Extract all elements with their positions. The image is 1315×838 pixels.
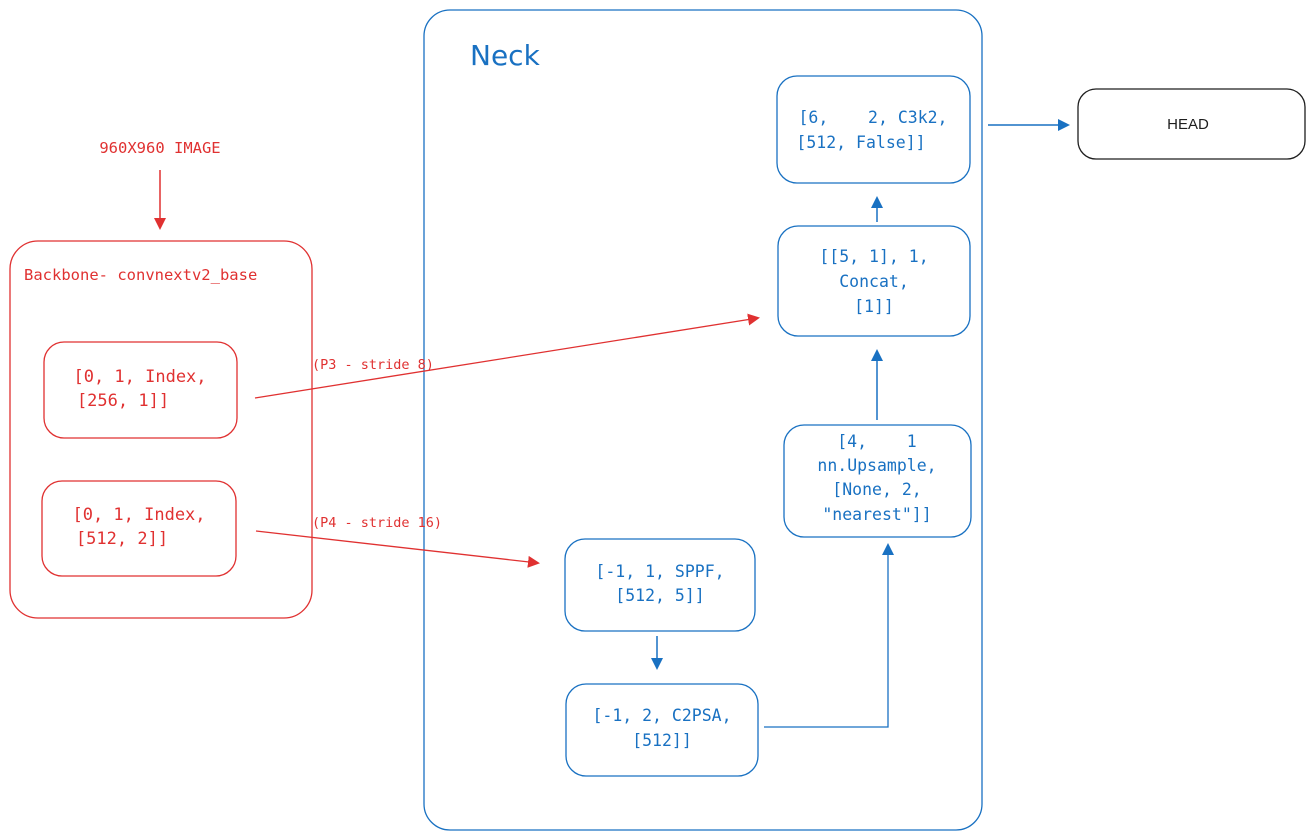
neck-c3k2-node[interactable]: [6, 2, C3k2, [512, False]] xyxy=(776,75,971,184)
backbone-p3-node[interactable]: [0, 1, Index, [256, 1]] xyxy=(43,341,238,439)
c2psa-line2: [512]] xyxy=(632,731,692,750)
backbone-title: Backbone- convnextv2_base xyxy=(24,266,257,284)
sppf-line1: [-1, 1, SPPF, xyxy=(595,562,724,581)
concat-line1: [[5, 1], 1, xyxy=(819,247,928,266)
p3-edge-label: (P3 - stride 8) xyxy=(312,357,434,373)
neck-c2psa-node[interactable]: [-1, 2, C2PSA, [512]] xyxy=(565,683,759,777)
p4-edge-label: (P4 - stride 16) xyxy=(312,515,442,531)
backbone-p4-line1: [0, 1, Index, xyxy=(72,505,205,525)
backbone-p3-line2: [256, 1]] xyxy=(77,391,169,411)
neck-container[interactable] xyxy=(423,9,983,831)
upsample-line2: nn.Upsample, xyxy=(817,456,936,475)
backbone-p4-node[interactable]: [0, 1, Index, [512, 2]] xyxy=(41,480,237,577)
upsample-line3: [None, 2, xyxy=(832,480,921,499)
c2psa-to-upsample-arrow xyxy=(764,543,894,728)
neck-concat-node[interactable]: [[5, 1], 1, Concat, [1]] xyxy=(777,225,971,337)
p3-edge-arrow xyxy=(254,313,760,399)
head-label: HEAD xyxy=(1167,116,1209,133)
c3k2-line1: [6, 2, C3k2, xyxy=(798,108,947,127)
input-image-label: 960X960 IMAGE xyxy=(99,139,220,157)
upsample-line1: [4, 1 xyxy=(837,432,916,451)
c2psa-line1: [-1, 2, C2PSA, xyxy=(592,706,731,725)
sppf-line2: [512, 5]] xyxy=(615,586,704,605)
backbone-container[interactable] xyxy=(9,240,313,619)
neck-upsample-node[interactable]: [4, 1 nn.Upsample, [None, 2, "nearest"]] xyxy=(783,424,972,538)
backbone-p4-line2: [512, 2]] xyxy=(76,529,168,549)
c3k2-line2: [512, False]] xyxy=(796,133,925,152)
backbone-p3-line1: [0, 1, Index, xyxy=(73,367,206,387)
concat-line3: [1]] xyxy=(854,297,894,316)
upsample-line4: "nearest"]] xyxy=(822,505,931,524)
concat-line2: Concat, xyxy=(839,272,909,291)
neck-title: Neck xyxy=(470,39,541,72)
p4-edge-arrow xyxy=(255,530,540,568)
neck-sppf-node[interactable]: [-1, 1, SPPF, [512, 5]] xyxy=(564,538,756,632)
head-node[interactable]: HEAD xyxy=(1077,88,1306,160)
